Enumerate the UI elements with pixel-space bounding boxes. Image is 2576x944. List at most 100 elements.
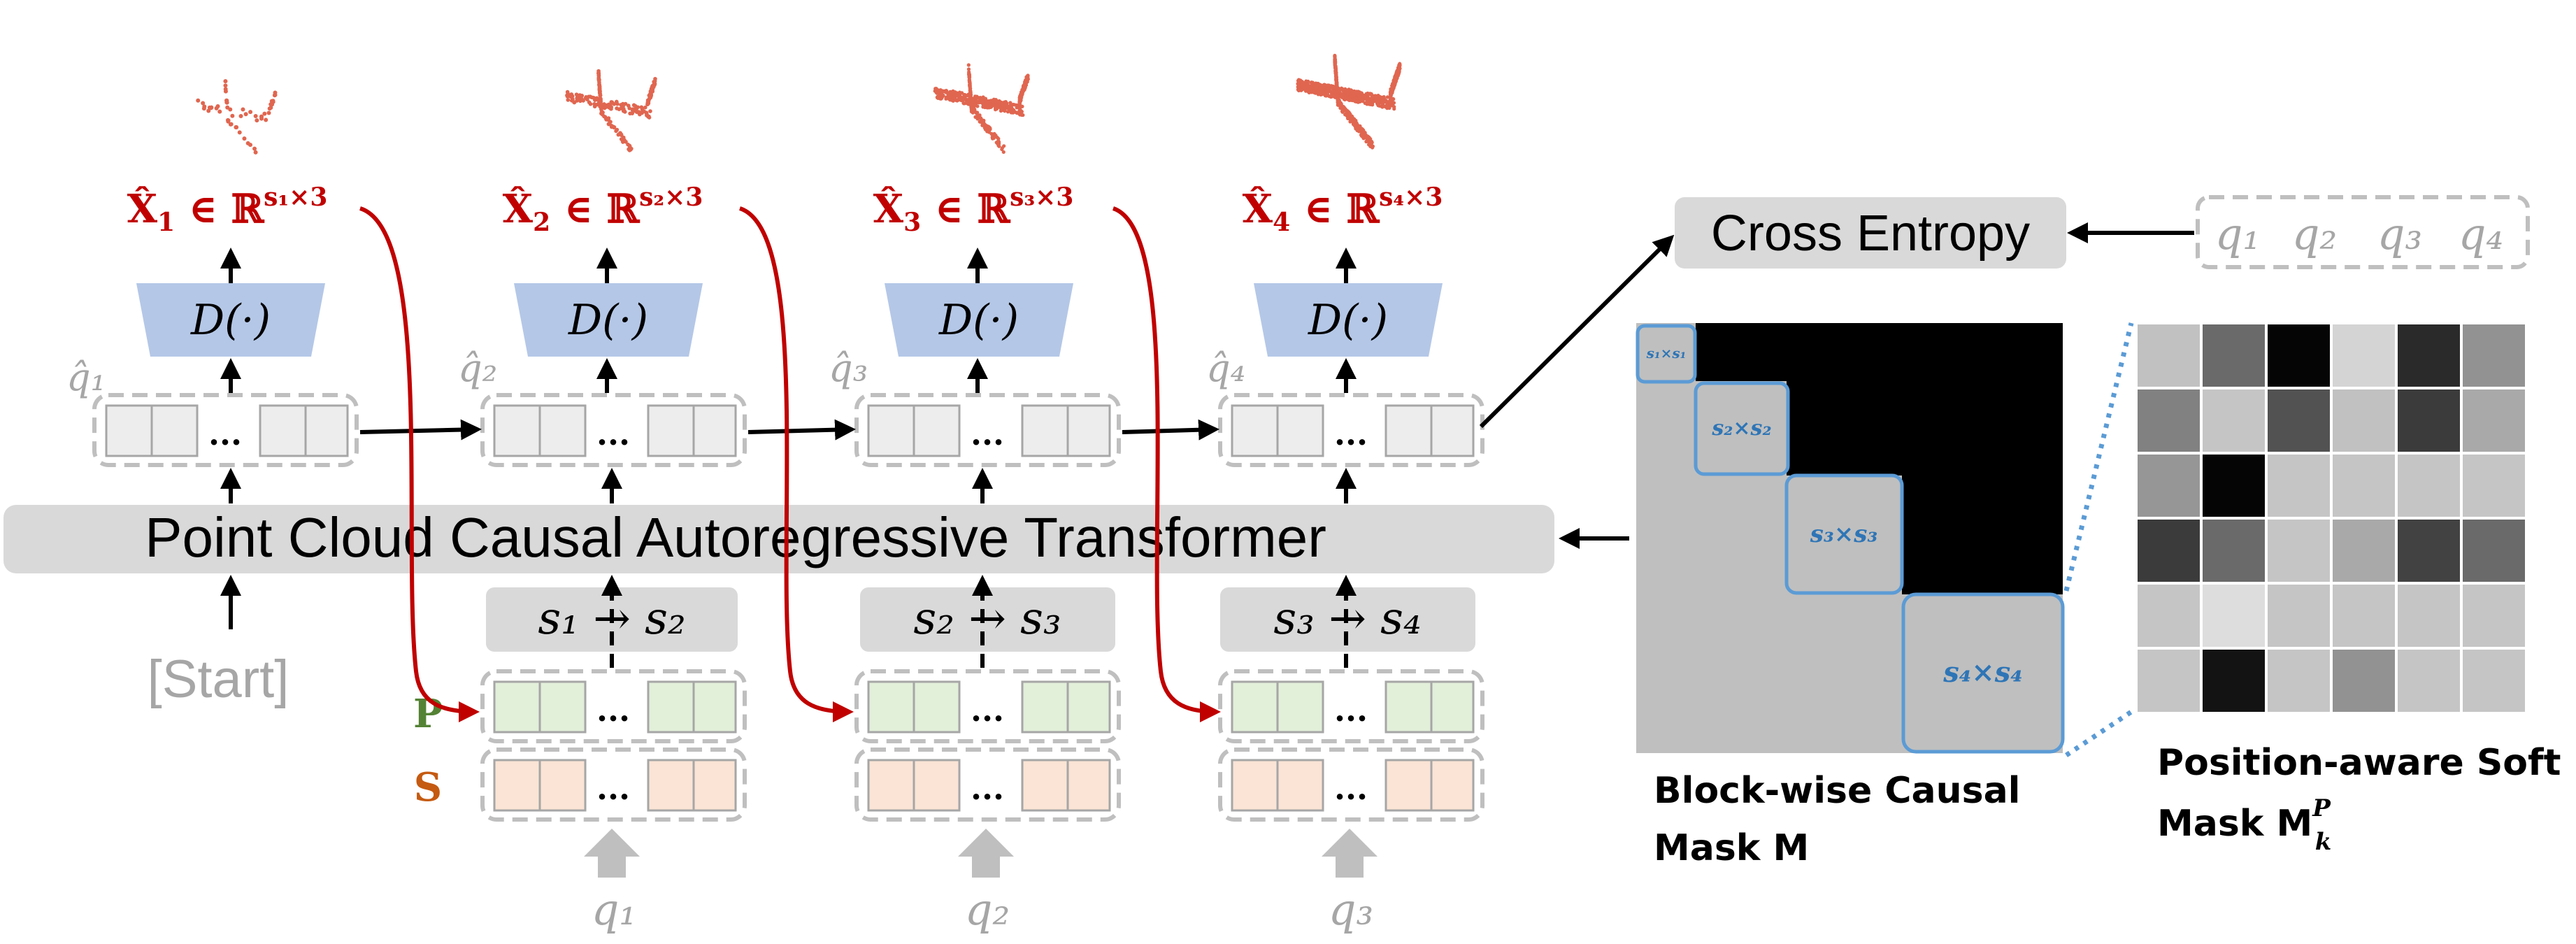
decoder-2: D(·) bbox=[514, 283, 703, 357]
p-token-row-3: ... bbox=[1218, 669, 1484, 743]
stage-output-3: X̂3 ∈ ℝs₃×3 bbox=[873, 183, 1074, 237]
soft-mask-cell bbox=[2460, 322, 2528, 389]
soft-mask-cell bbox=[2200, 387, 2268, 455]
p-token-row-2: ... bbox=[854, 669, 1121, 743]
input-labels: q₁ q₂ q₃ bbox=[592, 884, 1374, 935]
qhat-1: q̂₁ bbox=[66, 355, 106, 399]
soft-mask-cell bbox=[2135, 387, 2203, 455]
soft-mask-cell bbox=[2330, 582, 2398, 650]
soft-mask-cell bbox=[2200, 452, 2268, 520]
pred-token-row-3: ... bbox=[854, 393, 1121, 467]
stage-output-4: X̂4 ∈ ℝs₄×3 bbox=[1243, 183, 1443, 237]
soft-mask-cell bbox=[2200, 322, 2268, 389]
svg-text:X̂1 ∈ ℝs₁×3: X̂1 ∈ ℝs₁×3 bbox=[127, 183, 328, 237]
transition-box-2: s₂ → s₃ bbox=[860, 587, 1115, 652]
target-q2: q₂ bbox=[2292, 208, 2338, 259]
soft-mask-cell bbox=[2330, 322, 2398, 389]
transition-vertical-arrows bbox=[601, 575, 1357, 668]
soft-mask-cell bbox=[2200, 647, 2268, 715]
input-arrows bbox=[584, 829, 1378, 878]
soft-mask-cell bbox=[2200, 582, 2268, 650]
svg-text:...: ... bbox=[971, 769, 1004, 807]
target-q4: q₄ bbox=[2459, 208, 2504, 259]
svg-text:...: ... bbox=[971, 691, 1004, 729]
svg-text:...: ... bbox=[596, 769, 630, 807]
soft-mask-cell bbox=[2460, 647, 2528, 715]
p-token-row-1: ... bbox=[480, 669, 747, 743]
soft-mask-cell bbox=[2265, 322, 2333, 389]
soft-mask-cell bbox=[2460, 582, 2528, 650]
svg-text:Position-aware Soft: Position-aware Soft bbox=[2157, 742, 2561, 784]
s-token-row-1: ... bbox=[480, 748, 747, 822]
point-cloud-3 bbox=[933, 63, 1030, 155]
zoom-connector bbox=[2063, 322, 2134, 757]
svg-text:Point Cloud Causal Autoregress: Point Cloud Causal Autoregressive Transf… bbox=[145, 506, 1326, 568]
sequence-arrows bbox=[359, 419, 1219, 441]
soft-mask-cell bbox=[2460, 387, 2528, 455]
transformer-block: Point Cloud Causal Autoregressive Transf… bbox=[3, 505, 1554, 573]
soft-mask-cell bbox=[2135, 322, 2203, 389]
svg-text:D(·): D(·) bbox=[1308, 296, 1388, 345]
svg-text:...: ... bbox=[1334, 769, 1368, 807]
red-feedback-arrows bbox=[359, 206, 1221, 722]
target-q3: q₃ bbox=[2377, 208, 2423, 259]
soft-mask-cell bbox=[2330, 517, 2398, 585]
qhat-labels: q̂₁ q̂₂ q̂₃ q̂₄ bbox=[66, 346, 1245, 399]
svg-text:...: ... bbox=[596, 691, 630, 729]
svg-text:Mask MPk: Mask MPk bbox=[2157, 794, 2331, 856]
point-cloud-2 bbox=[565, 69, 657, 152]
input-q3: q₃ bbox=[1329, 884, 1374, 935]
s-token-row-2: ... bbox=[854, 748, 1121, 822]
start-token: [Start] bbox=[148, 650, 289, 709]
soft-mask-cell bbox=[2395, 322, 2463, 389]
svg-text:Cross Entropy: Cross Entropy bbox=[1711, 206, 2030, 262]
block-mask-caption-2: Mask M bbox=[1654, 827, 1809, 869]
target-tokens: q₁ q₂ q₃ q₄ bbox=[2196, 195, 2530, 269]
token-decoder-arrows bbox=[220, 358, 1357, 393]
soft-mask-cell bbox=[2265, 517, 2333, 585]
mask-block-2 bbox=[1694, 381, 1790, 476]
block-causal-mask: s₁×s₁ s₂×s₂ s₃×s₃ s₄×s₄ bbox=[1636, 323, 2065, 754]
soft-mask-cell bbox=[2135, 582, 2203, 650]
decoder-output-arrows bbox=[220, 248, 1357, 283]
soft-mask-cell bbox=[2265, 387, 2333, 455]
mask-block-3 bbox=[1784, 473, 1904, 595]
soft-mask-cell bbox=[2265, 582, 2333, 650]
svg-text:...: ... bbox=[596, 415, 630, 452]
soft-mask-cell bbox=[2330, 452, 2398, 520]
transformer-output-arrows bbox=[220, 468, 1357, 503]
mask-block-4 bbox=[1901, 592, 2065, 754]
svg-text:X̂2 ∈ ℝs₂×3: X̂2 ∈ ℝs₂×3 bbox=[503, 183, 703, 237]
svg-text:...: ... bbox=[1334, 415, 1368, 452]
soft-mask-cell bbox=[2330, 387, 2398, 455]
target-q1: q₁ bbox=[2215, 208, 2261, 259]
svg-text:X̂3 ∈ ℝs₃×3: X̂3 ∈ ℝs₃×3 bbox=[873, 183, 1074, 237]
soft-mask-cell bbox=[2135, 647, 2203, 715]
soft-mask-cell bbox=[2135, 517, 2203, 585]
svg-text:...: ... bbox=[971, 415, 1004, 452]
qhat-3: q̂₃ bbox=[829, 346, 868, 390]
svg-text:D(·): D(·) bbox=[938, 296, 1019, 345]
svg-text:s₂ → s₃: s₂ → s₃ bbox=[913, 593, 1061, 645]
pred-token-row-4: ... bbox=[1218, 393, 1484, 467]
input-q2: q₂ bbox=[965, 884, 1010, 935]
soft-mask-cell bbox=[2265, 452, 2333, 520]
soft-mask-cell bbox=[2395, 582, 2463, 650]
cross-entropy-box: Cross Entropy bbox=[1675, 197, 2066, 269]
s-token-row-3: ... bbox=[1218, 748, 1484, 822]
soft-mask-cell bbox=[2395, 647, 2463, 715]
point-cloud-1 bbox=[196, 79, 278, 155]
soft-mask-grid bbox=[2135, 322, 2528, 715]
soft-mask-cell bbox=[2200, 517, 2268, 585]
mask-block-1 bbox=[1636, 324, 1697, 384]
svg-text:s₃×s₃: s₃×s₃ bbox=[1810, 520, 1878, 548]
s-row-label: S bbox=[414, 764, 442, 810]
svg-text:D(·): D(·) bbox=[190, 296, 271, 345]
soft-mask-cell bbox=[2330, 647, 2398, 715]
pred-token-row-1: ... bbox=[92, 393, 359, 467]
pred-token-row-2: ... bbox=[480, 393, 747, 467]
stage-output-2: X̂2 ∈ ℝs₂×3 bbox=[503, 183, 703, 237]
soft-mask-cell bbox=[2395, 517, 2463, 585]
